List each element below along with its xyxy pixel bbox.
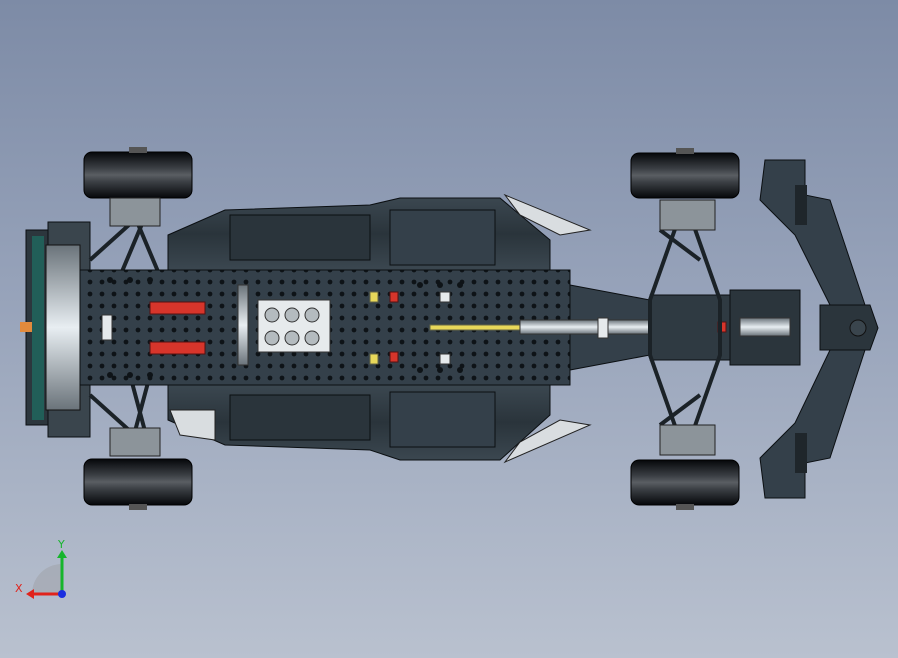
detail-studs [107,277,463,378]
tire-rear-top [83,147,193,199]
z-axis-dot [58,590,66,598]
tire-front-bottom [630,459,740,510]
axis-triad [26,550,67,599]
y-axis-label: Y [58,538,65,551]
cross-beam [237,284,249,366]
side-pod-bottom [167,384,551,461]
engine-block [257,299,331,353]
front-suspension [648,214,722,441]
side-pod-top [167,197,551,271]
side-flaps [169,193,592,464]
white-pins [101,291,609,365]
tire-rear-bottom [83,458,193,510]
rear-uprights [109,197,161,457]
front-nose [729,289,879,366]
steering-rack [519,319,651,335]
x-axis-label: X [15,582,23,595]
front-wing [759,159,866,499]
tire-front-top [630,148,740,199]
front-uprights [659,199,716,456]
